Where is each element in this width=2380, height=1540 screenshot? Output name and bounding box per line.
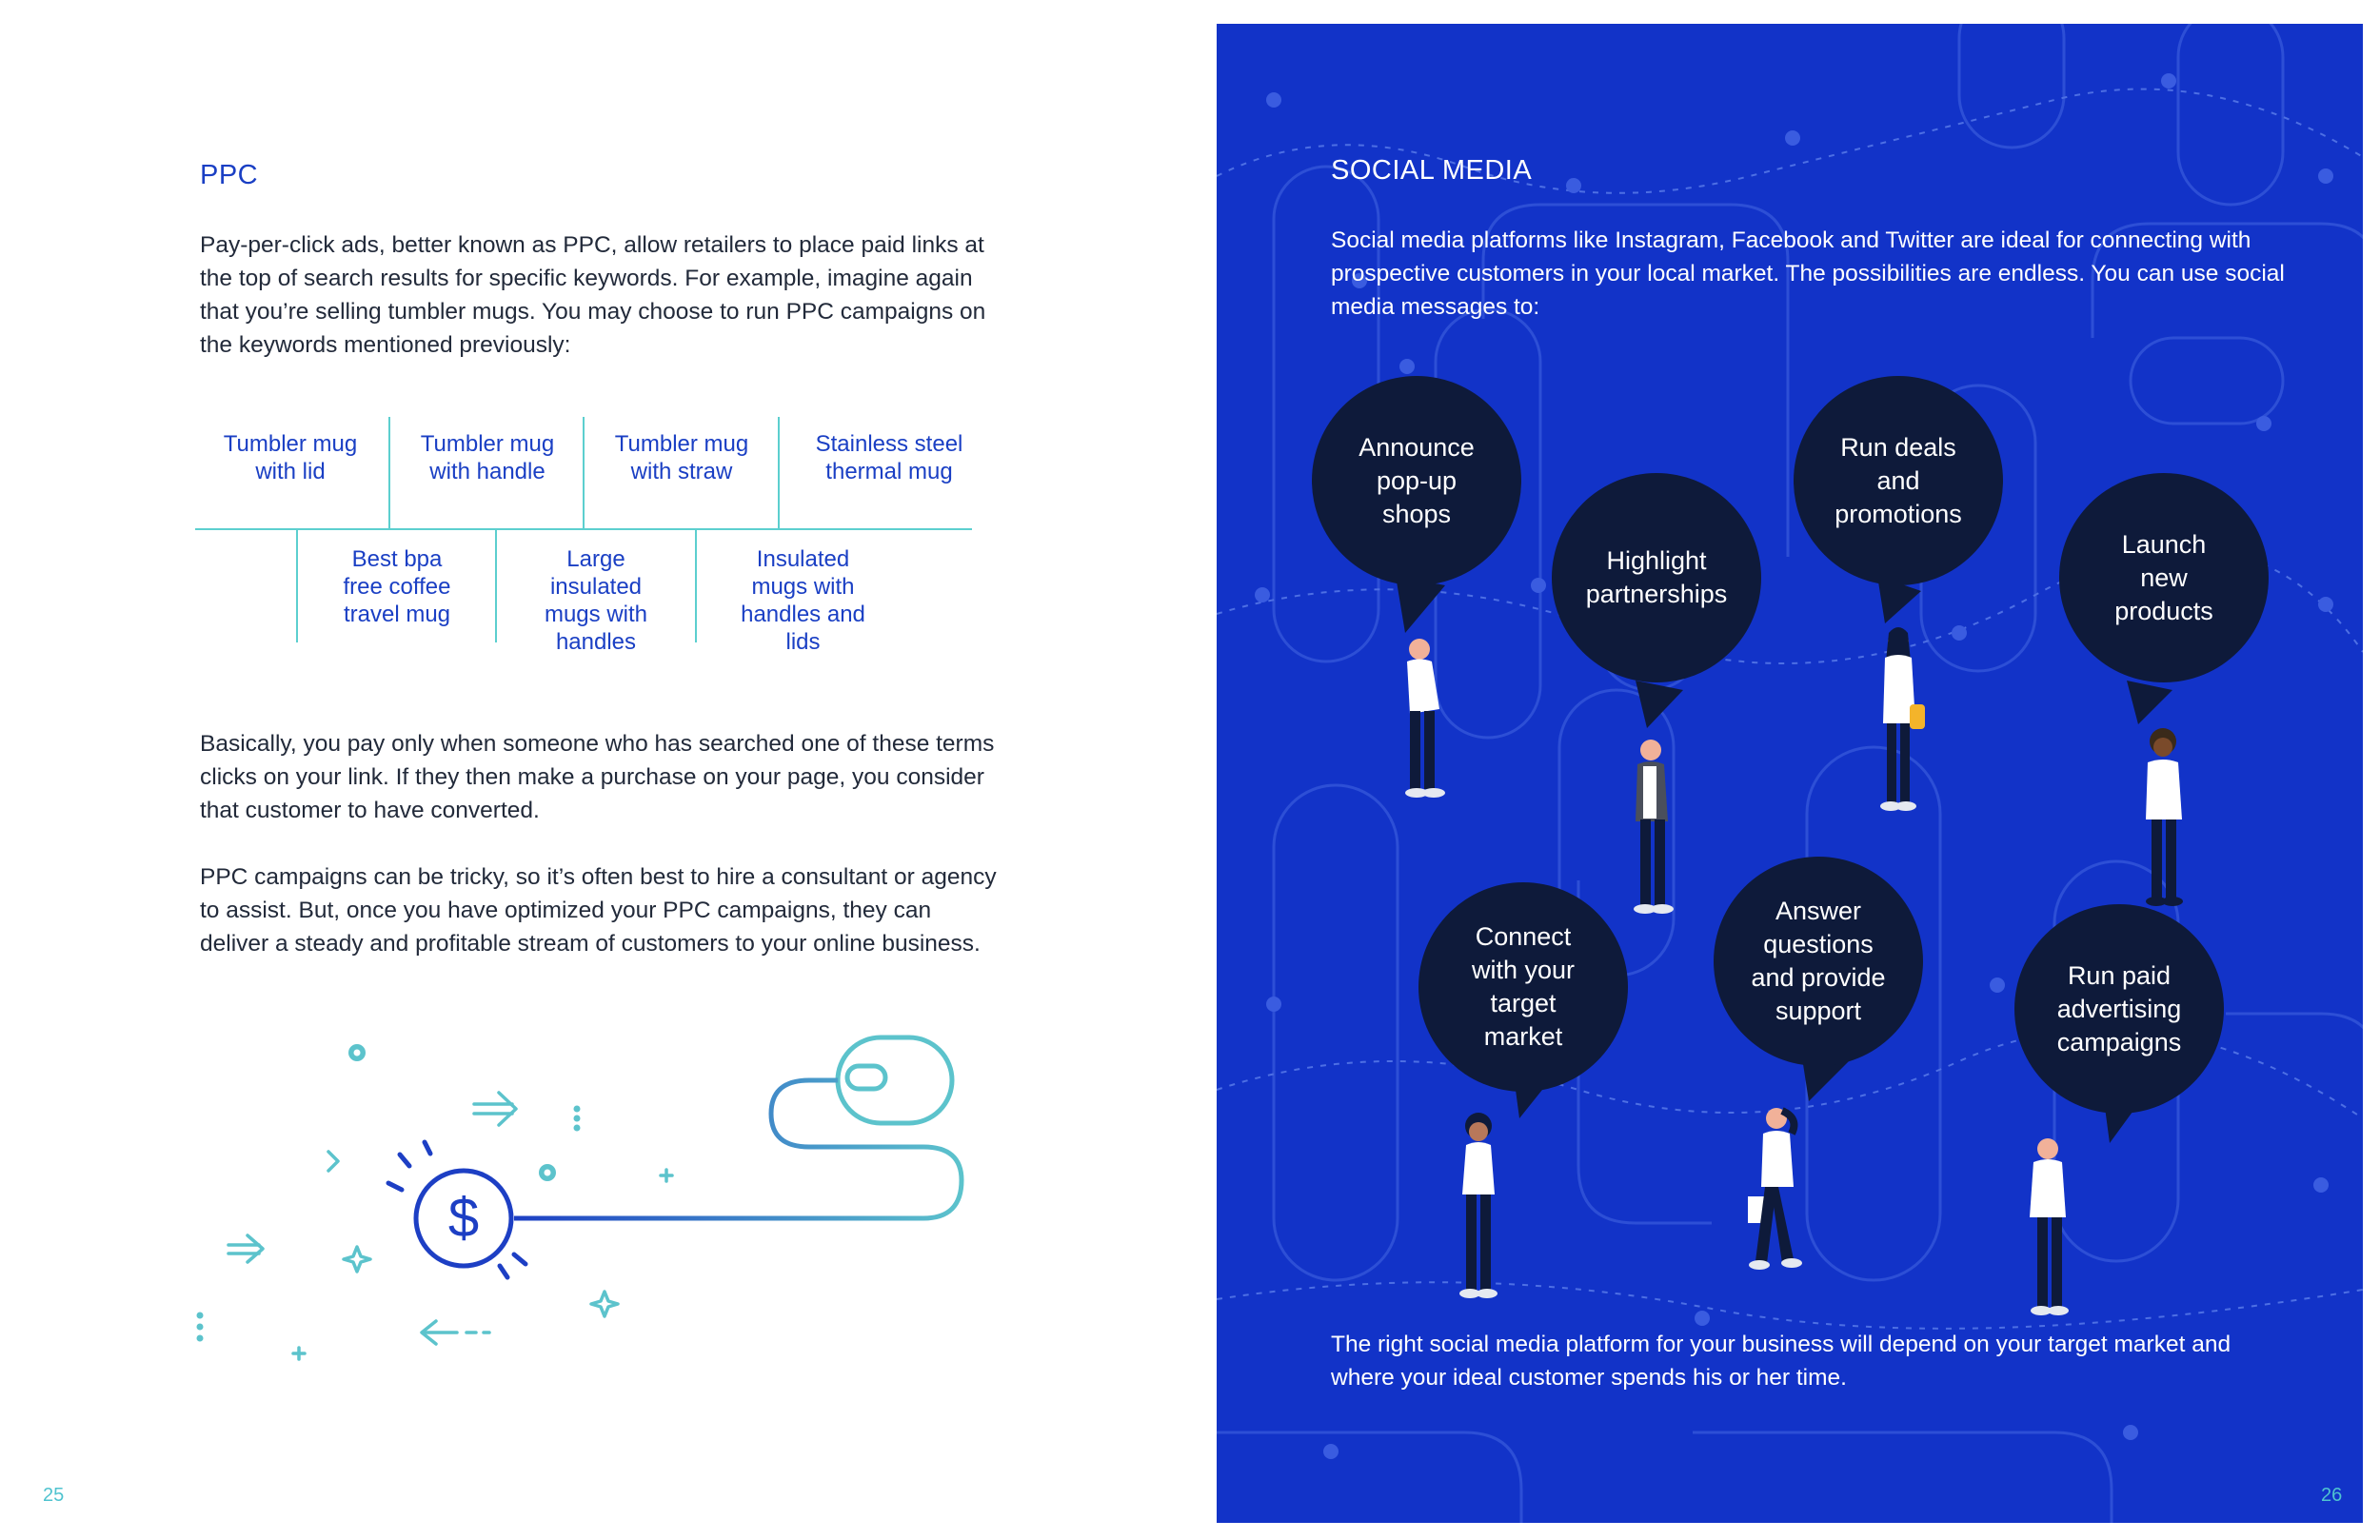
bubble-announce-popup-shops: Announce pop-up shops (1312, 376, 1521, 585)
bubble-text: Launch new products (2114, 529, 2213, 625)
dots-vertical-icon (196, 1312, 204, 1342)
person-figure (1880, 627, 1925, 811)
arrow-right-icon (227, 1234, 265, 1264)
people-illustration (1396, 576, 2183, 1315)
sparkle-icon (342, 1245, 372, 1273)
keyword-text: Large insulated mugs with handles (544, 546, 648, 655)
bubble-text: Highlight partnerships (1585, 546, 1728, 608)
bubble-tail (2127, 681, 2172, 724)
bubble-run-deals-promotions: Run deals and promotions (1794, 376, 2003, 585)
sparkle-icon (589, 1290, 620, 1318)
keyword-grid-lines (195, 417, 972, 642)
keyword-text: Tumbler mug with straw (614, 431, 749, 484)
bubble-text: Connect with your target market (1471, 922, 1576, 1051)
bubble-text: Announce pop-up shops (1359, 432, 1475, 528)
person-figure (1459, 1113, 1497, 1298)
arrow-left-dashed-icon (420, 1319, 491, 1346)
bubble-run-paid-advertising: Run paid advertising campaigns (2014, 904, 2224, 1114)
page-number-right: 26 (2321, 1485, 2343, 1506)
social-media-closing-paragraph: The right social media platform for your… (1331, 1332, 2231, 1391)
ppc-intro-paragraph: Pay-per-click ads, better known as PPC, … (200, 232, 986, 358)
plus-icon (291, 1346, 307, 1361)
keyword-cell: Tumbler mug with lid (200, 430, 381, 485)
right-page: SOCIAL MEDIA Social media platforms like… (1217, 24, 2363, 1523)
bubble-tail (1636, 681, 1683, 728)
mouse-icon (835, 1035, 955, 1126)
left-page: PPC Pay-per-click ads, better known as P… (43, 160, 997, 1506)
keyword-text: Best bpa free coffee travel mug (343, 546, 451, 627)
dollar-symbol: $ (448, 1187, 479, 1249)
bubble-launch-new-products: Launch new products (2059, 473, 2269, 682)
bubble-tail (1877, 576, 1921, 623)
dollar-coin-icon: $ (386, 1139, 528, 1280)
arrow-right-icon (472, 1091, 518, 1127)
bubble-highlight-partnerships: Highlight partnerships (1552, 473, 1761, 682)
keyword-cell: Best bpa free coffee travel mug (302, 545, 492, 628)
person-figure (1634, 740, 1674, 914)
keyword-text: Tumbler mug with handle (420, 431, 555, 484)
person-figure (1405, 639, 1445, 798)
keyword-cell: Large insulated mugs with handles (501, 545, 691, 656)
bubble-text: Answer questions and provide support (1751, 897, 1886, 1025)
person-figure (2030, 1138, 2069, 1315)
ppc-mouse-illustration: $ (196, 1035, 964, 1361)
keyword-cell: Insulated mugs with handles and lids (701, 545, 905, 656)
ppc-explanation-paragraph: Basically, you pay only when someone who… (200, 731, 995, 823)
mouse-cord (514, 1077, 964, 1221)
bubble-connect-target-market: Connect with your target market (1418, 882, 1628, 1092)
person-figure (1748, 1107, 1802, 1270)
bubble-text: Run deals and promotions (1835, 432, 1962, 528)
dots-vertical-icon (573, 1105, 581, 1132)
keyword-cell: Tumbler mug with handle (396, 430, 579, 485)
bubble-text: Run paid advertising campaigns (2056, 960, 2182, 1056)
chevron-right-icon (327, 1150, 340, 1173)
keyword-cell: Stainless steel thermal mug (788, 430, 990, 485)
keyword-text: Stainless steel thermal mug (815, 431, 963, 484)
person-figure (2146, 728, 2183, 906)
social-media-intro-paragraph: Social media platforms like Instagram, F… (1331, 227, 2285, 320)
keyword-text: Insulated mugs with handles and lids (741, 546, 865, 655)
ppc-advice-paragraph: PPC campaigns can be tricky, so it’s oft… (200, 864, 997, 957)
bubble-tail (1396, 576, 1445, 633)
keyword-cell: Tumbler mug with straw (590, 430, 773, 485)
keyword-text: Tumbler mug with lid (223, 431, 358, 484)
plus-icon (659, 1168, 674, 1183)
ppc-heading: PPC (200, 160, 259, 190)
bubble-answer-questions-support: Answer questions and provide support (1714, 857, 1923, 1066)
page-number-left: 25 (43, 1485, 65, 1506)
background-pattern (1217, 24, 2363, 1523)
social-media-heading: SOCIAL MEDIA (1331, 155, 1533, 186)
